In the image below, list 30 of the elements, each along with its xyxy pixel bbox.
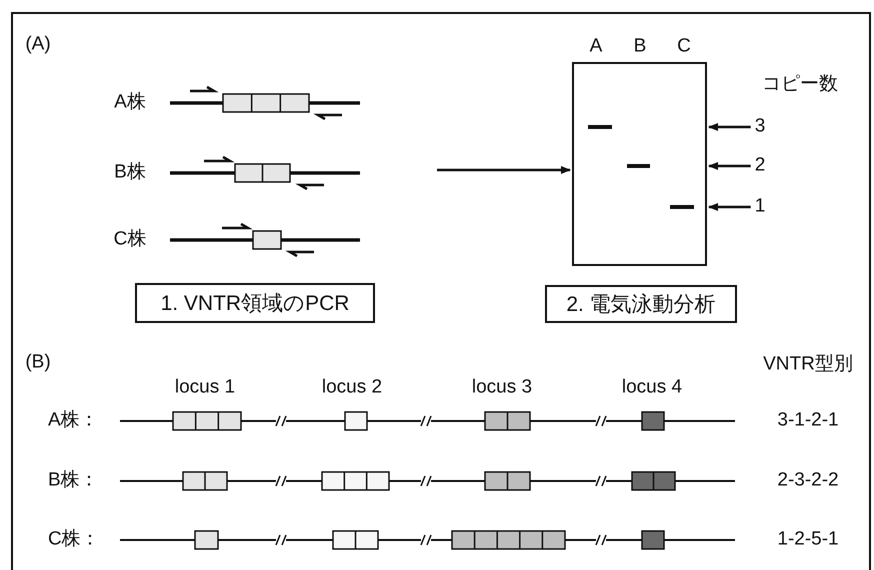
copy-number: 1 <box>754 196 766 218</box>
gel-box <box>572 62 707 266</box>
locus-label: locus 4 <box>622 378 682 398</box>
arrow <box>708 203 751 211</box>
locus-label: locus 1 <box>174 378 236 398</box>
arrow <box>708 123 751 131</box>
arrow <box>708 162 751 170</box>
axis-title: コピー数 <box>762 74 838 96</box>
copy-number: 2 <box>754 156 766 176</box>
type-value: 2-3-2-2 <box>777 470 839 492</box>
strain-label: A株： <box>48 410 99 432</box>
type-value: 3-1-2-1 <box>777 410 839 432</box>
arrow <box>437 166 571 174</box>
strain-label: C株 <box>114 230 146 250</box>
lane-label: C <box>677 36 691 58</box>
panel-label: (B) <box>25 352 51 374</box>
copy-number: 3 <box>754 116 766 138</box>
lane-label: B <box>634 36 646 58</box>
locus-label: locus 2 <box>322 378 382 398</box>
lane-label: A <box>590 36 602 58</box>
step-box: 2. 電気泳動分析 <box>545 285 737 323</box>
panel-label: (A) <box>25 34 51 56</box>
strain-label: C株： <box>48 530 100 550</box>
strain-label: A株 <box>114 92 146 114</box>
locus-label: locus 3 <box>472 378 532 398</box>
strain-label: B株 <box>114 162 146 184</box>
column-title: VNTR型別 <box>763 354 853 376</box>
step-box: 1. VNTR領域のPCR <box>135 283 375 323</box>
type-value: 1-2-5-1 <box>777 530 839 550</box>
strain-label: B株： <box>48 470 99 492</box>
